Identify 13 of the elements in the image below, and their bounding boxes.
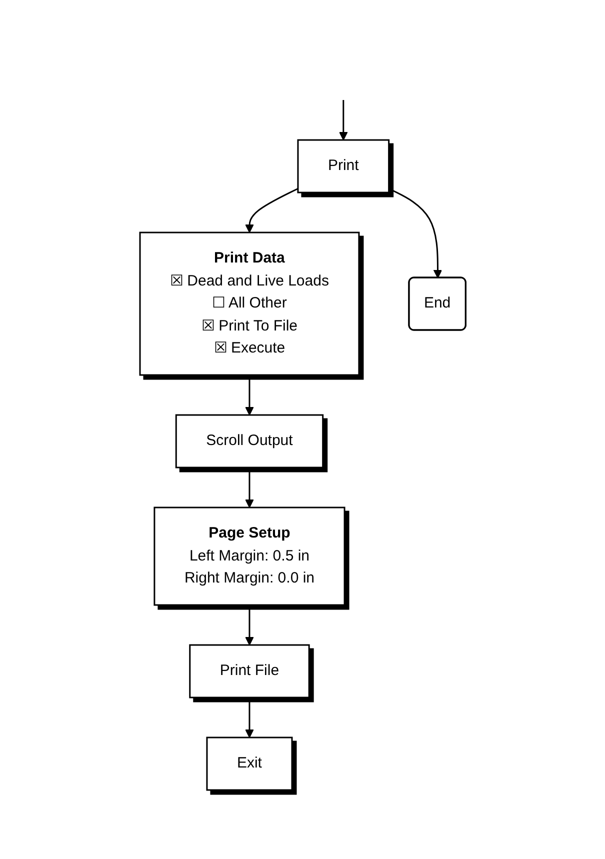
arrow	[244, 467, 254, 508]
node-box: Print File	[188, 644, 310, 698]
arrow	[388, 187, 442, 278]
node-box: Print Data ☒ Dead and Live Loads ☐ All Other ☒ Print To File ☒ Execute	[138, 231, 360, 376]
arrow	[244, 697, 254, 738]
node-box: Scroll Output	[175, 414, 324, 468]
node-box: Page Setup Left Margin: 0.5 in Right Margin: 0.0 in	[153, 506, 345, 606]
node-box: Exit	[206, 736, 292, 790]
arrow	[338, 100, 348, 140]
arrow	[244, 187, 298, 232]
node-box: Print	[296, 138, 390, 193]
arrow	[244, 374, 254, 415]
arrow	[244, 604, 254, 645]
